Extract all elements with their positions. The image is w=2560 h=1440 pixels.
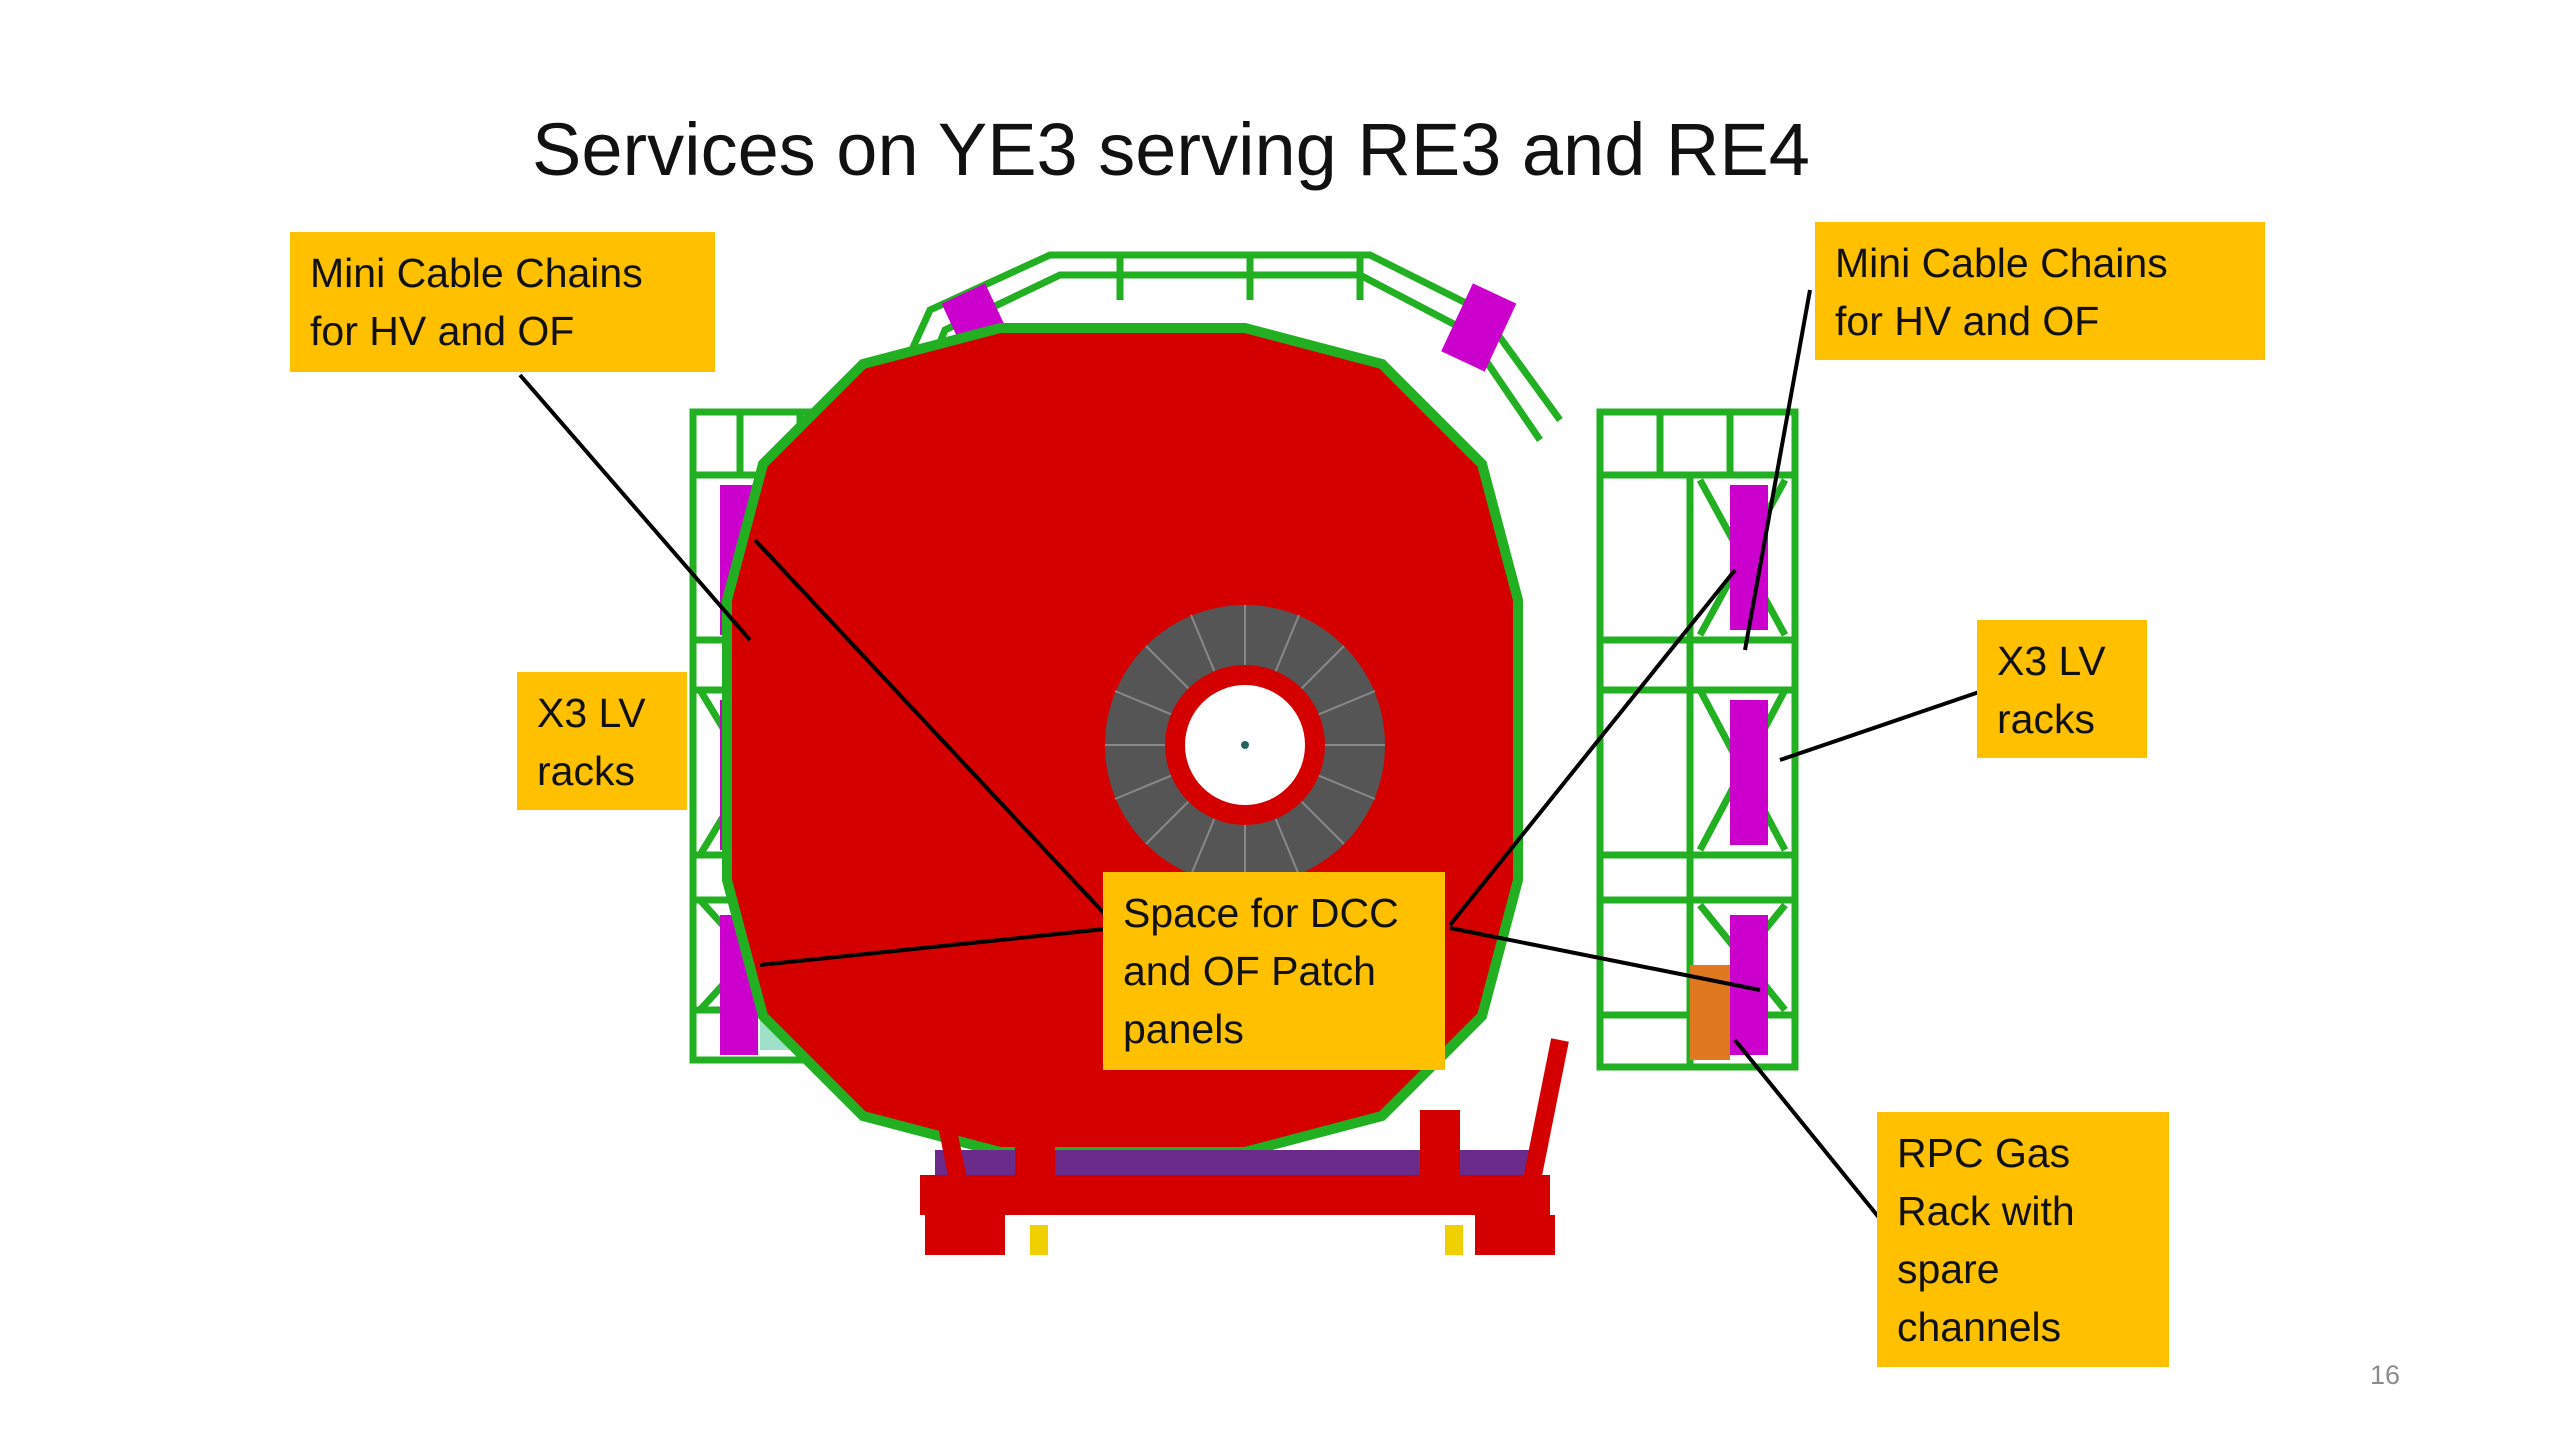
label-dcc-space: Space for DCC and OF Patch panels bbox=[1103, 872, 1445, 1070]
label-line: Mini Cable Chains bbox=[310, 250, 643, 296]
label-gas-rack: RPC Gas Rack with spare channels bbox=[1877, 1112, 2169, 1367]
label-line: Rack with bbox=[1897, 1188, 2075, 1234]
label-lv-racks-left: X3 LV racks bbox=[517, 672, 687, 810]
label-line: X3 LV bbox=[1997, 638, 2106, 684]
label-line: spare bbox=[1897, 1246, 2000, 1292]
center-dot bbox=[1241, 741, 1249, 749]
label-line: X3 LV bbox=[537, 690, 646, 736]
page-number: 16 bbox=[2369, 1360, 2400, 1390]
support-base bbox=[920, 1038, 1569, 1255]
label-line: Space for DCC bbox=[1123, 890, 1399, 936]
label-line: channels bbox=[1897, 1304, 2062, 1350]
label-line: for HV and OF bbox=[310, 308, 575, 354]
label-line: Mini Cable Chains bbox=[1835, 240, 2168, 286]
label-cable-chains-right: Mini Cable Chains for HV and OF bbox=[1815, 222, 2265, 360]
label-line: panels bbox=[1123, 1006, 1244, 1052]
slide-title: Services on YE3 serving RE3 and RE4 bbox=[532, 108, 1810, 191]
leader-lines bbox=[518, 289, 1986, 1227]
label-cable-chains-left: Mini Cable Chains for HV and OF bbox=[290, 232, 715, 372]
label-lv-racks-right: X3 LV racks bbox=[1977, 620, 2147, 758]
label-line: and OF Patch bbox=[1123, 948, 1376, 994]
label-line: racks bbox=[1997, 696, 2095, 742]
label-line: RPC Gas bbox=[1897, 1130, 2071, 1176]
label-line: racks bbox=[537, 748, 635, 794]
label-line: for HV and OF bbox=[1835, 298, 2100, 344]
